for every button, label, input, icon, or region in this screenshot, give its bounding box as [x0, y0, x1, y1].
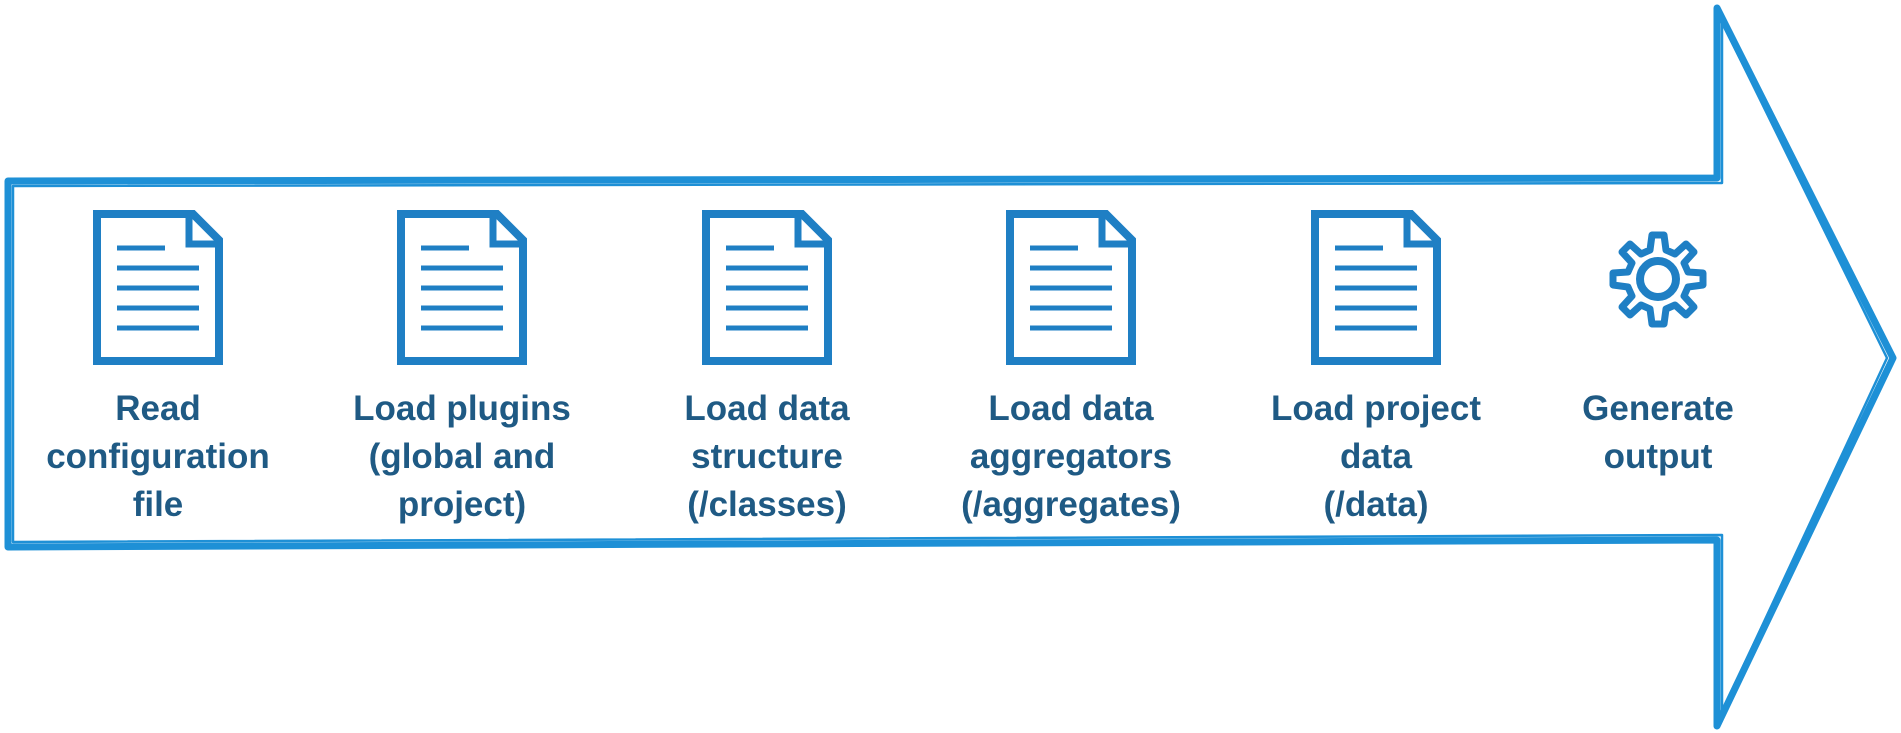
document-icon [397, 210, 527, 365]
step-generate-output: Generate output [1508, 210, 1808, 481]
step-load-data-aggregators: Load data aggregators (/aggregates) [921, 210, 1221, 529]
step-read-configuration: Read configuration file [8, 210, 308, 529]
document-icon [1311, 210, 1441, 365]
document-icon [702, 210, 832, 365]
step-label: Load project data (/data) [1270, 389, 1482, 524]
step-label: Load plugins (global and project) [353, 389, 571, 524]
step-load-project-data: Load project data (/data) [1226, 210, 1526, 529]
step-load-data-structure: Load data structure (/classes) [617, 210, 917, 529]
arrow-outline-outer [4, 4, 1897, 730]
step-label: Read configuration file [46, 389, 270, 524]
gear-icon [1609, 231, 1707, 328]
step-label: Load data structure (/classes) [684, 389, 850, 524]
step-label: Load data aggregators (/aggregates) [961, 389, 1181, 524]
step-load-plugins: Load plugins (global and project) [312, 210, 612, 529]
document-icon [93, 210, 223, 365]
document-icon [1006, 210, 1136, 365]
step-label: Generate output [1582, 389, 1734, 476]
arrow-outline-inner [11, 20, 1889, 714]
